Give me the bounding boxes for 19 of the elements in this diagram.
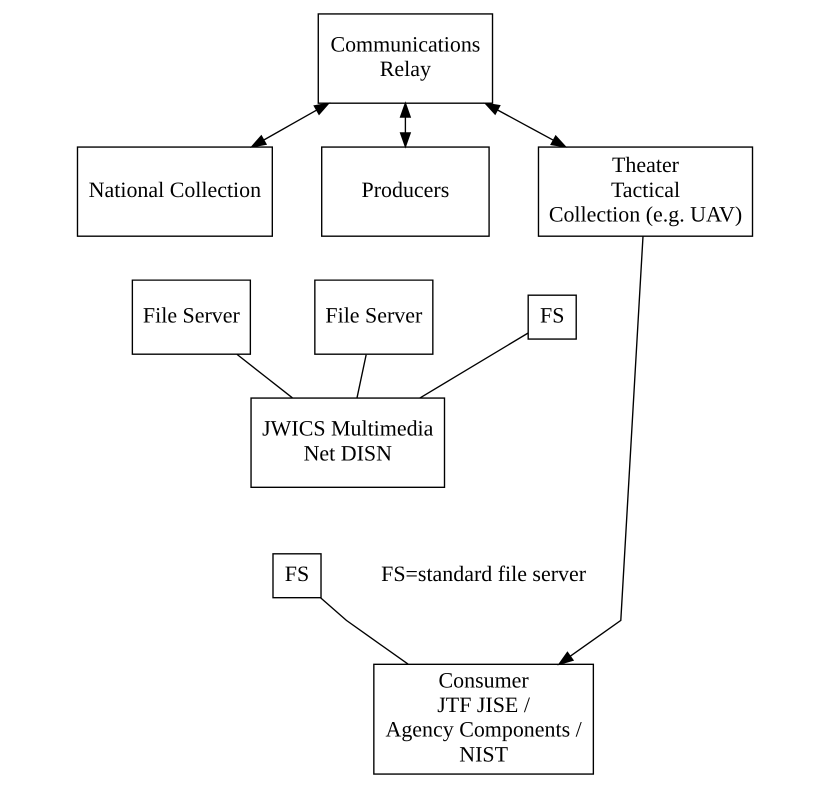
arrow <box>399 101 411 149</box>
arrow <box>556 236 644 666</box>
node-box: JWICS Multimedia Net DISN <box>250 397 445 488</box>
node-box: File Server <box>131 279 251 355</box>
connector <box>236 354 292 398</box>
node-box: Theater Tactical Collection (e.g. UAV) <box>537 146 753 237</box>
node-box: File Server <box>314 279 434 355</box>
connector <box>418 332 528 399</box>
node-box: FS <box>527 294 576 340</box>
label: FS=standard file server <box>380 561 586 586</box>
connector <box>320 597 408 665</box>
node-box: FS <box>272 553 322 598</box>
connector <box>356 354 366 398</box>
node-box: Consumer JTF JISE / Agency Components / NIST <box>372 664 594 775</box>
arrow <box>483 102 567 148</box>
node-box: National Collection <box>76 146 272 237</box>
node-box: Producers <box>320 146 490 237</box>
arrow <box>249 102 330 148</box>
node-box: Communications Relay <box>317 13 493 104</box>
